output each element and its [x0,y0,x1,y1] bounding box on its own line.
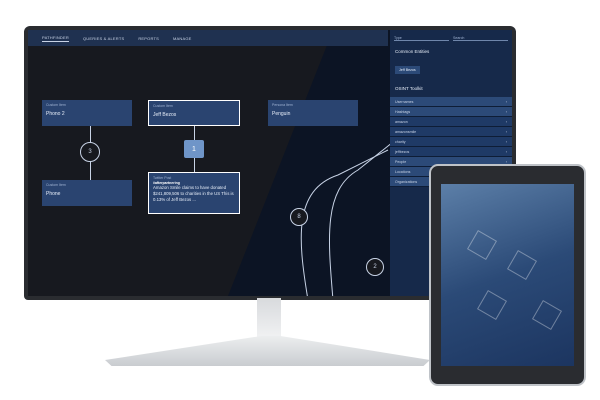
search-row: Type Search [390,30,512,45]
tab-queries-alerts[interactable]: QUERIES & ALERTS [82,35,125,41]
chevron-right-icon: › [505,149,507,154]
tweet-card[interactable]: Twitter Post #afterpartnering Amazon Smi… [148,172,240,214]
node-type: Persona Item [272,103,293,107]
toolkit-item[interactable]: jeffbezos › [390,147,512,157]
toolkit-item-label: jeffbezos [395,149,410,154]
hexagon-icon [531,299,563,331]
node-card[interactable]: Custom Item Phone [42,180,132,206]
chevron-right-icon: › [505,109,507,114]
link-count[interactable]: 2 [366,258,384,276]
node-value: Jeff Bezos [153,112,177,118]
tweet-handle: #afterpartnering [153,181,180,185]
toolkit-item-label: Locations [395,169,411,174]
type-select[interactable]: Type [394,36,449,41]
toolkit-item[interactable]: Usernames › [390,97,512,107]
link-count[interactable]: 3 [80,142,100,162]
hexagon-icon [476,289,508,321]
entity-chip[interactable]: Jeff Bezos [395,66,420,74]
common-entities-heading: Common Entities [395,49,430,54]
chevron-right-icon: › [505,139,507,144]
hexagon-icon [506,249,538,281]
tablet-screen [441,184,574,366]
monitor: PATHFINDER QUERIES & ALERTS REPORTS MANA… [24,26,516,300]
toolkit-heading: OSINT Toolkit [395,86,423,91]
monitor-stand-neck [257,298,281,340]
link-count-selected[interactable]: 1 [184,140,204,158]
tab-manage[interactable]: MANAGE [173,35,192,41]
toolkit-item-label: Organizations [395,179,418,184]
chevron-right-icon: › [505,129,507,134]
node-value: Phono 2 [46,111,65,117]
hexagon-icon [466,229,498,261]
tablet [429,164,586,386]
toolkit-item-label: amazonsmile [395,129,417,134]
tweet-type: Twitter Post [153,176,172,180]
toolkit-item-label: charity [395,139,406,144]
toolkit-item[interactable]: amazonsmile › [390,127,512,137]
toolkit-item-label: Hashtags [395,109,411,114]
node-value: Penguin [272,111,291,117]
tab-reports[interactable]: REPORTS [138,35,160,41]
node-value: Phone [46,191,61,197]
chevron-right-icon: › [505,159,507,164]
tab-pathfinder[interactable]: PATHFINDER [42,34,69,42]
tweet-text: Amazon Smile claims to have donated $241… [153,185,234,202]
toolkit-item-label: amazon [395,119,408,124]
monitor-screen: PATHFINDER QUERIES & ALERTS REPORTS MANA… [28,30,512,296]
toolkit-item[interactable]: charity › [390,137,512,147]
node-card[interactable]: Custom Item Phono 2 [42,100,132,126]
node-card-selected[interactable]: Custom Item Jeff Bezos [148,100,240,126]
toolkit-item[interactable]: amazon › [390,117,512,127]
link-count[interactable]: 8 [290,208,308,226]
node-type: Custom Item [46,103,66,107]
top-nav: PATHFINDER QUERIES & ALERTS REPORTS MANA… [28,30,388,46]
search-input[interactable]: Search [453,36,508,41]
node-type: Custom Item [153,104,173,108]
node-type: Custom Item [46,183,66,187]
toolkit-item-label: Usernames [395,99,414,104]
toolkit-item[interactable]: Hashtags › [390,107,512,117]
monitor-stand-base [105,336,430,366]
toolkit-item-label: People [395,159,407,164]
node-card[interactable]: Persona Item Penguin [268,100,358,126]
chevron-right-icon: › [505,119,507,124]
chevron-right-icon: › [505,99,507,104]
